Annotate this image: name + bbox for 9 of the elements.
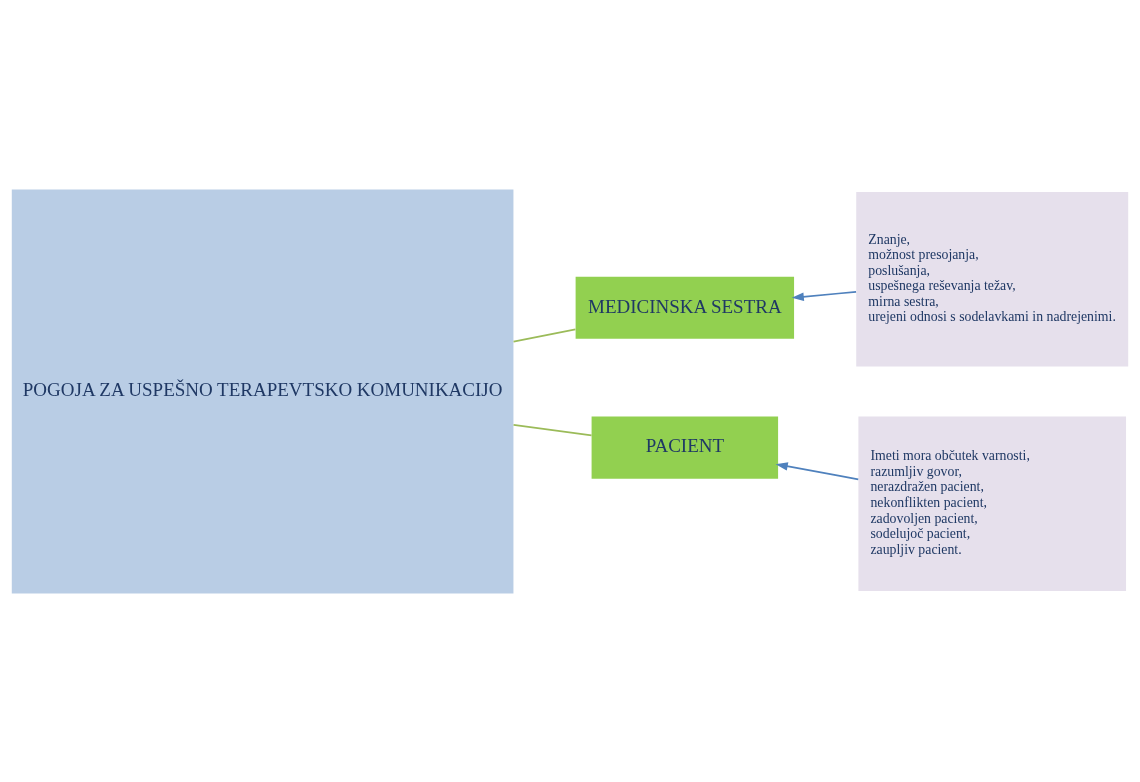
arrow	[791, 290, 857, 301]
connector	[512, 328, 577, 343]
node-box: POGOJA ZA USPEŠNO TERAPEVTSKO KOMUNIKACIJO	[11, 188, 514, 594]
node-box: Imeti mora občutek varnosti, razumljiv govor, nerazdražen pacient, nekonflikten pacient, zadovoljen pacient, sodelujoč pacient, zaupljiv pacient.	[858, 416, 1127, 591]
connector	[512, 423, 593, 436]
arrow	[775, 461, 860, 480]
node-box: Znanje, možnost presojanja, poslušanja, uspešnega reševanja težav, mirna sestra, urejeni odnosi s sodelavkami in nadrejenimi.	[856, 191, 1129, 366]
node-box: PACIENT	[591, 416, 779, 479]
node-box: MEDICINSKA SESTRA	[575, 276, 795, 339]
